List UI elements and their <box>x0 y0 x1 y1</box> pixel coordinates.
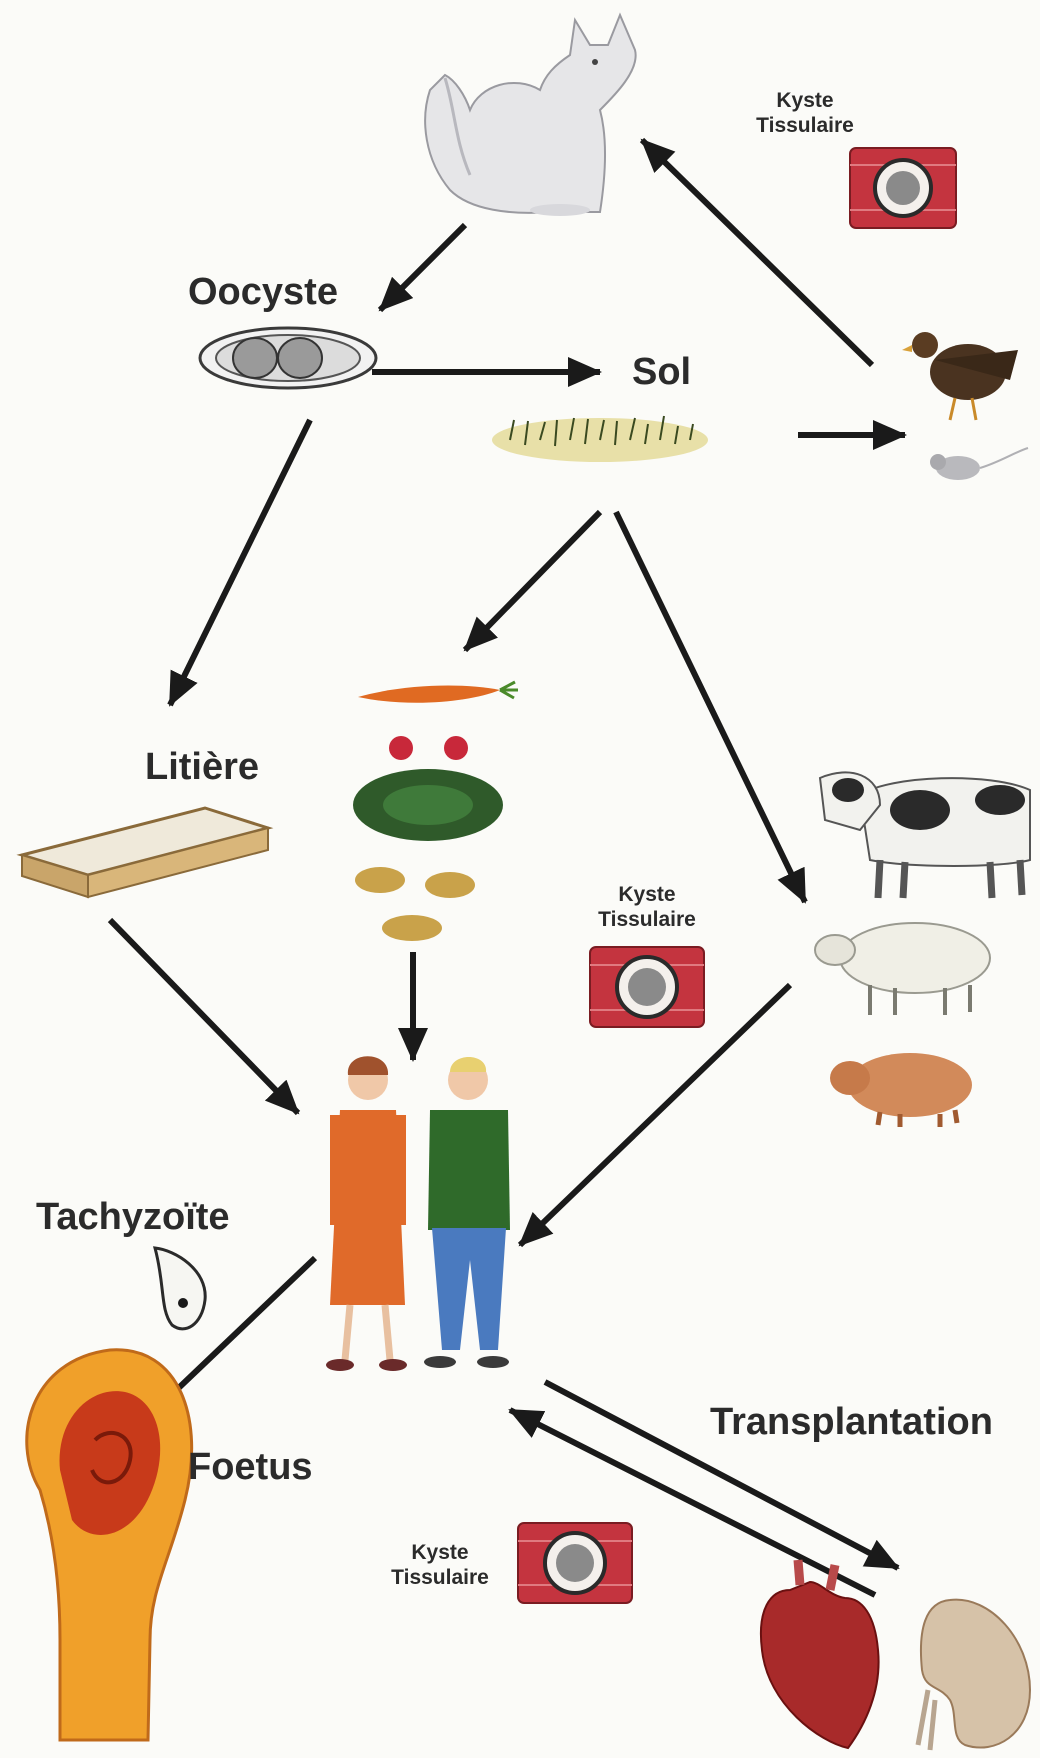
kidney-icon <box>918 1600 1030 1750</box>
arrow-cat-to-oocyste <box>380 225 465 310</box>
vegetables-icon <box>353 682 518 941</box>
tissue-cyst-icon-bottom <box>518 1523 632 1603</box>
oocyst-icon <box>200 328 376 388</box>
soil-grass-icon <box>492 416 708 462</box>
label-sol: Sol <box>632 351 691 394</box>
label-oocyste: Oocyste <box>188 271 338 314</box>
tissue-cyst-icon-top <box>850 148 956 228</box>
arrow-sol-to-livestock <box>616 512 805 902</box>
label-kyste-tissulaire-middle: Kyste Tissulaire <box>582 882 712 932</box>
label-foetus: Foetus <box>188 1446 313 1489</box>
tachyzoite-icon <box>155 1248 205 1329</box>
kyste-word: Kyste <box>375 1540 505 1565</box>
arrow-chicken-to-cat <box>642 140 872 365</box>
litter-box-icon <box>22 808 268 897</box>
arrow-sol-to-vegetables <box>465 512 600 650</box>
label-litiere: Litière <box>145 746 259 789</box>
arrow-oocyste-to-litiere <box>170 420 310 705</box>
arrow-litiere-to-humans <box>110 920 298 1113</box>
mouse-icon <box>930 448 1028 480</box>
tissue-cyst-icon-middle <box>590 947 704 1027</box>
woman-figure <box>326 1056 407 1371</box>
label-tachyzoite: Tachyzoïte <box>36 1196 230 1239</box>
sheep-icon <box>815 923 990 1015</box>
tissulaire-word: Tissulaire <box>375 1565 505 1590</box>
label-kyste-tissulaire-bottom: Kyste Tissulaire <box>375 1540 505 1590</box>
label-kyste-tissulaire-top: Kyste Tissulaire <box>740 88 870 138</box>
humans-icon <box>326 1056 510 1371</box>
chicken-icon <box>902 332 1018 420</box>
kyste-word: Kyste <box>582 882 712 907</box>
cat-icon <box>425 15 635 216</box>
cow-icon <box>820 772 1030 898</box>
label-transplantation: Transplantation <box>710 1401 993 1444</box>
kyste-word: Kyste <box>740 88 870 113</box>
tissulaire-word: Tissulaire <box>740 113 870 138</box>
foetus-icon <box>27 1350 192 1740</box>
tissulaire-word: Tissulaire <box>582 907 712 932</box>
pig-icon <box>830 1053 972 1127</box>
man-figure <box>424 1057 510 1368</box>
